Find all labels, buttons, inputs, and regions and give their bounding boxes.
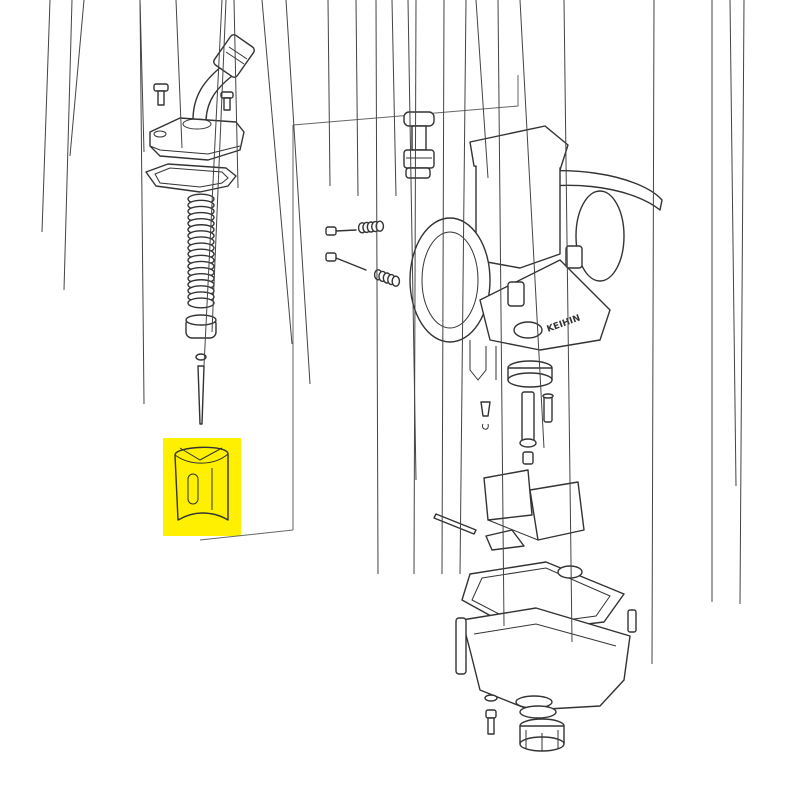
leader-line-part-22 bbox=[327, 0, 331, 187]
leader-line-part-29 bbox=[739, 0, 745, 605]
leader-line-part-2 bbox=[497, 0, 505, 627]
part-29-drain-plug[interactable] bbox=[519, 718, 565, 752]
callout-label-part-5[interactable]: 5 bbox=[716, 0, 724, 4]
assembly-frame bbox=[199, 75, 519, 541]
part-17-main-jet[interactable] bbox=[522, 451, 534, 465]
highlight-box-part-10 bbox=[163, 438, 241, 536]
leader-line-part-27 bbox=[375, 0, 379, 575]
callout-label-part-28[interactable]: 28 bbox=[740, 0, 757, 4]
callout-label-part-8[interactable]: 8 bbox=[400, 0, 408, 4]
callout-label-part-14[interactable]: 14 bbox=[322, 0, 339, 4]
callout-labels: 1918231112152298102620211314276725172164… bbox=[41, 0, 765, 665]
part-2-float[interactable] bbox=[483, 469, 585, 551]
part-9-clip[interactable] bbox=[195, 353, 207, 361]
leader-line-part-13 bbox=[261, 0, 293, 345]
part-26-idle-adjuster[interactable] bbox=[403, 111, 435, 179]
leader-line-part-28 bbox=[729, 0, 737, 487]
leader-line-part-25 bbox=[441, 0, 445, 575]
callout-label-part-13[interactable]: 13 bbox=[304, 0, 321, 4]
part-25-needle-jet[interactable] bbox=[519, 391, 537, 448]
callout-label-part-26[interactable]: 26 bbox=[148, 0, 165, 4]
part-11-top-cap[interactable] bbox=[149, 117, 245, 161]
callout-label-part-12[interactable]: 12 bbox=[186, 0, 203, 4]
part-16-float-pin[interactable] bbox=[433, 513, 477, 535]
leader-line-part-7 bbox=[413, 0, 417, 575]
part-6-pilot-jet[interactable] bbox=[480, 401, 491, 430]
leader-line-part-10 bbox=[475, 0, 489, 179]
leader-line-part-23 bbox=[69, 0, 85, 157]
callout-label-part-3[interactable]: 3 bbox=[658, 0, 666, 4]
callout-label-part-21[interactable]: 21 bbox=[200, 0, 217, 4]
leader-line-part-18 bbox=[63, 0, 73, 291]
callout-label-part-10[interactable]: 10 bbox=[492, 0, 509, 4]
part-8-jet-needle[interactable] bbox=[197, 365, 205, 425]
callout-label-part-6[interactable]: 6 bbox=[420, 0, 428, 4]
part-7-starter-jet[interactable] bbox=[542, 393, 554, 423]
callout-label-part-17[interactable]: 17 bbox=[472, 0, 489, 4]
callout-label-part-7[interactable]: 7 bbox=[420, 0, 428, 4]
part-27-jet-holder[interactable] bbox=[507, 360, 553, 388]
callout-label-part-2[interactable]: 2 bbox=[502, 0, 510, 4]
leader-line-part-21 bbox=[203, 0, 223, 367]
leader-line-part-19 bbox=[41, 0, 51, 233]
leader-line-part-26 bbox=[139, 0, 145, 405]
leader-line-part-17 bbox=[459, 0, 467, 575]
leader-line-part-14 bbox=[285, 0, 311, 385]
callout-label-part-9[interactable]: 9 bbox=[362, 0, 370, 4]
part-20-screw[interactable] bbox=[325, 226, 357, 236]
callout-label-part-25[interactable]: 25 bbox=[448, 0, 465, 4]
callout-label-part-29[interactable]: 29 bbox=[748, 0, 765, 4]
part-28-screw[interactable] bbox=[484, 694, 498, 735]
callout-label-part-23[interactable]: 23 bbox=[72, 0, 89, 4]
callout-label-part-27[interactable]: 27 bbox=[380, 0, 397, 4]
part-13-screw[interactable] bbox=[325, 252, 367, 271]
part-14-spring[interactable] bbox=[373, 269, 401, 287]
leader-line-part-12 bbox=[175, 0, 183, 149]
carburetor-body: KEIHIN bbox=[409, 125, 663, 381]
part-10-throttle-slide[interactable] bbox=[174, 446, 229, 521]
part-3-float-bowl[interactable] bbox=[455, 607, 637, 711]
leader-line-part-20 bbox=[211, 0, 227, 333]
leader-line-part-15 bbox=[233, 0, 239, 189]
callout-label-part-4[interactable]: 4 bbox=[568, 0, 576, 4]
callout-label-part-19[interactable]: 19 bbox=[46, 0, 63, 4]
leader-line-part-8 bbox=[391, 0, 397, 197]
leader-line-part-9 bbox=[355, 0, 359, 197]
callout-label-part-22[interactable]: 22 bbox=[334, 0, 351, 4]
callout-label-part-15[interactable]: 15 bbox=[242, 0, 259, 4]
part-21-spring[interactable] bbox=[357, 220, 385, 234]
callout-label-part-11[interactable]: 11 bbox=[148, 0, 165, 4]
part-22-retainer[interactable] bbox=[185, 314, 217, 339]
part-5-o-ring[interactable] bbox=[519, 705, 557, 719]
callout-label-part-20[interactable]: 20 bbox=[208, 0, 225, 4]
callout-label-part-16[interactable]: 16 bbox=[548, 0, 565, 4]
part-12-gasket[interactable] bbox=[145, 163, 237, 193]
leader-line-part-3 bbox=[651, 0, 655, 665]
leader-line-part-4 bbox=[563, 0, 573, 643]
leader-line-part-16 bbox=[519, 0, 545, 449]
